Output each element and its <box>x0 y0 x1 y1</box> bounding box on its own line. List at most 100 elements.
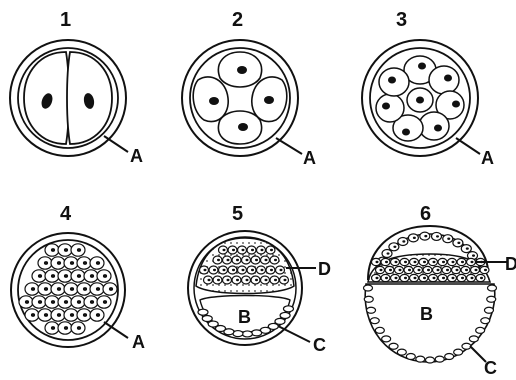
nucleus <box>83 313 87 317</box>
nucleus <box>96 287 100 291</box>
nucleus <box>433 277 436 279</box>
cell <box>454 349 463 355</box>
nucleus <box>223 249 226 251</box>
nucleus <box>423 261 426 263</box>
nucleus <box>284 279 287 281</box>
leader-line <box>456 138 480 154</box>
nucleus <box>109 287 113 291</box>
nucleus <box>389 269 392 271</box>
nucleus <box>265 259 268 261</box>
blastomere <box>376 94 404 122</box>
nucleus <box>236 279 239 281</box>
cell <box>397 349 406 355</box>
stage-3-eight-cell: 3 A <box>362 9 494 168</box>
leader-line <box>278 326 310 342</box>
nucleus <box>465 269 468 271</box>
stage-number: 4 <box>60 203 72 225</box>
nucleus <box>96 313 100 317</box>
cell <box>476 327 485 333</box>
nucleus <box>242 249 245 251</box>
stage-number: 1 <box>60 9 71 31</box>
cell <box>416 356 425 362</box>
cell <box>487 296 496 302</box>
cell <box>484 307 493 313</box>
nucleus <box>64 274 68 278</box>
nucleus <box>404 261 407 263</box>
nucleus <box>251 269 254 271</box>
nucleus <box>434 125 442 132</box>
nucleus <box>77 300 81 304</box>
nucleus <box>237 66 247 74</box>
nucleus <box>209 97 219 105</box>
nucleus <box>395 261 398 263</box>
nucleus <box>280 269 283 271</box>
nucleus <box>274 259 277 261</box>
nucleus <box>404 277 407 279</box>
nucleus <box>83 261 87 265</box>
nucleus <box>393 246 396 248</box>
nucleus <box>402 240 405 242</box>
nucleus <box>475 269 478 271</box>
cell <box>445 353 454 359</box>
nucleus <box>238 123 248 131</box>
nucleus <box>232 269 235 271</box>
nucleus <box>418 269 421 271</box>
nucleus <box>223 269 226 271</box>
nucleus <box>57 313 61 317</box>
nucleus <box>44 313 48 317</box>
stage-number: 6 <box>420 203 431 225</box>
nucleus <box>413 237 416 239</box>
nucleus <box>77 248 81 252</box>
stage-4-morula: 4 A <box>11 203 145 352</box>
nucleus <box>232 249 235 251</box>
callout-c: C <box>313 335 326 355</box>
cell <box>481 318 490 324</box>
nucleus <box>461 277 464 279</box>
callout-a: A <box>132 332 145 352</box>
nucleus <box>265 279 268 281</box>
cell <box>375 327 384 333</box>
nucleus <box>227 279 230 281</box>
nucleus <box>70 313 74 317</box>
nucleus <box>31 287 35 291</box>
nucleus <box>213 269 216 271</box>
cell <box>488 285 497 291</box>
nucleus <box>242 269 245 271</box>
nucleus <box>399 269 402 271</box>
cell <box>462 343 471 349</box>
nucleus <box>261 269 264 271</box>
nucleus <box>385 261 388 263</box>
nucleus <box>471 277 474 279</box>
nucleus <box>64 300 68 304</box>
nucleus <box>446 269 449 271</box>
cell <box>242 331 252 337</box>
nucleus <box>96 261 100 265</box>
nucleus <box>255 259 258 261</box>
cell <box>426 357 435 363</box>
nucleus <box>70 261 74 265</box>
cell <box>198 309 208 315</box>
nucleus <box>414 277 417 279</box>
nucleus <box>57 261 61 265</box>
callout-a: A <box>130 146 143 166</box>
nucleus <box>427 269 430 271</box>
nucleus <box>442 277 445 279</box>
nucleus <box>376 277 379 279</box>
leader-line <box>276 138 302 154</box>
cell <box>202 316 212 322</box>
nucleus <box>437 269 440 271</box>
nucleus <box>57 287 61 291</box>
nucleus <box>270 249 273 251</box>
nucleus <box>447 238 450 240</box>
nucleus <box>103 300 107 304</box>
nucleus <box>51 248 55 252</box>
nucleus <box>433 261 436 263</box>
nucleus <box>452 261 455 263</box>
stage-5-early-blastocyst: 5 B D C <box>188 203 331 355</box>
cell <box>367 307 376 313</box>
nucleus <box>44 261 48 265</box>
nucleus <box>103 274 107 278</box>
cell <box>370 318 379 324</box>
